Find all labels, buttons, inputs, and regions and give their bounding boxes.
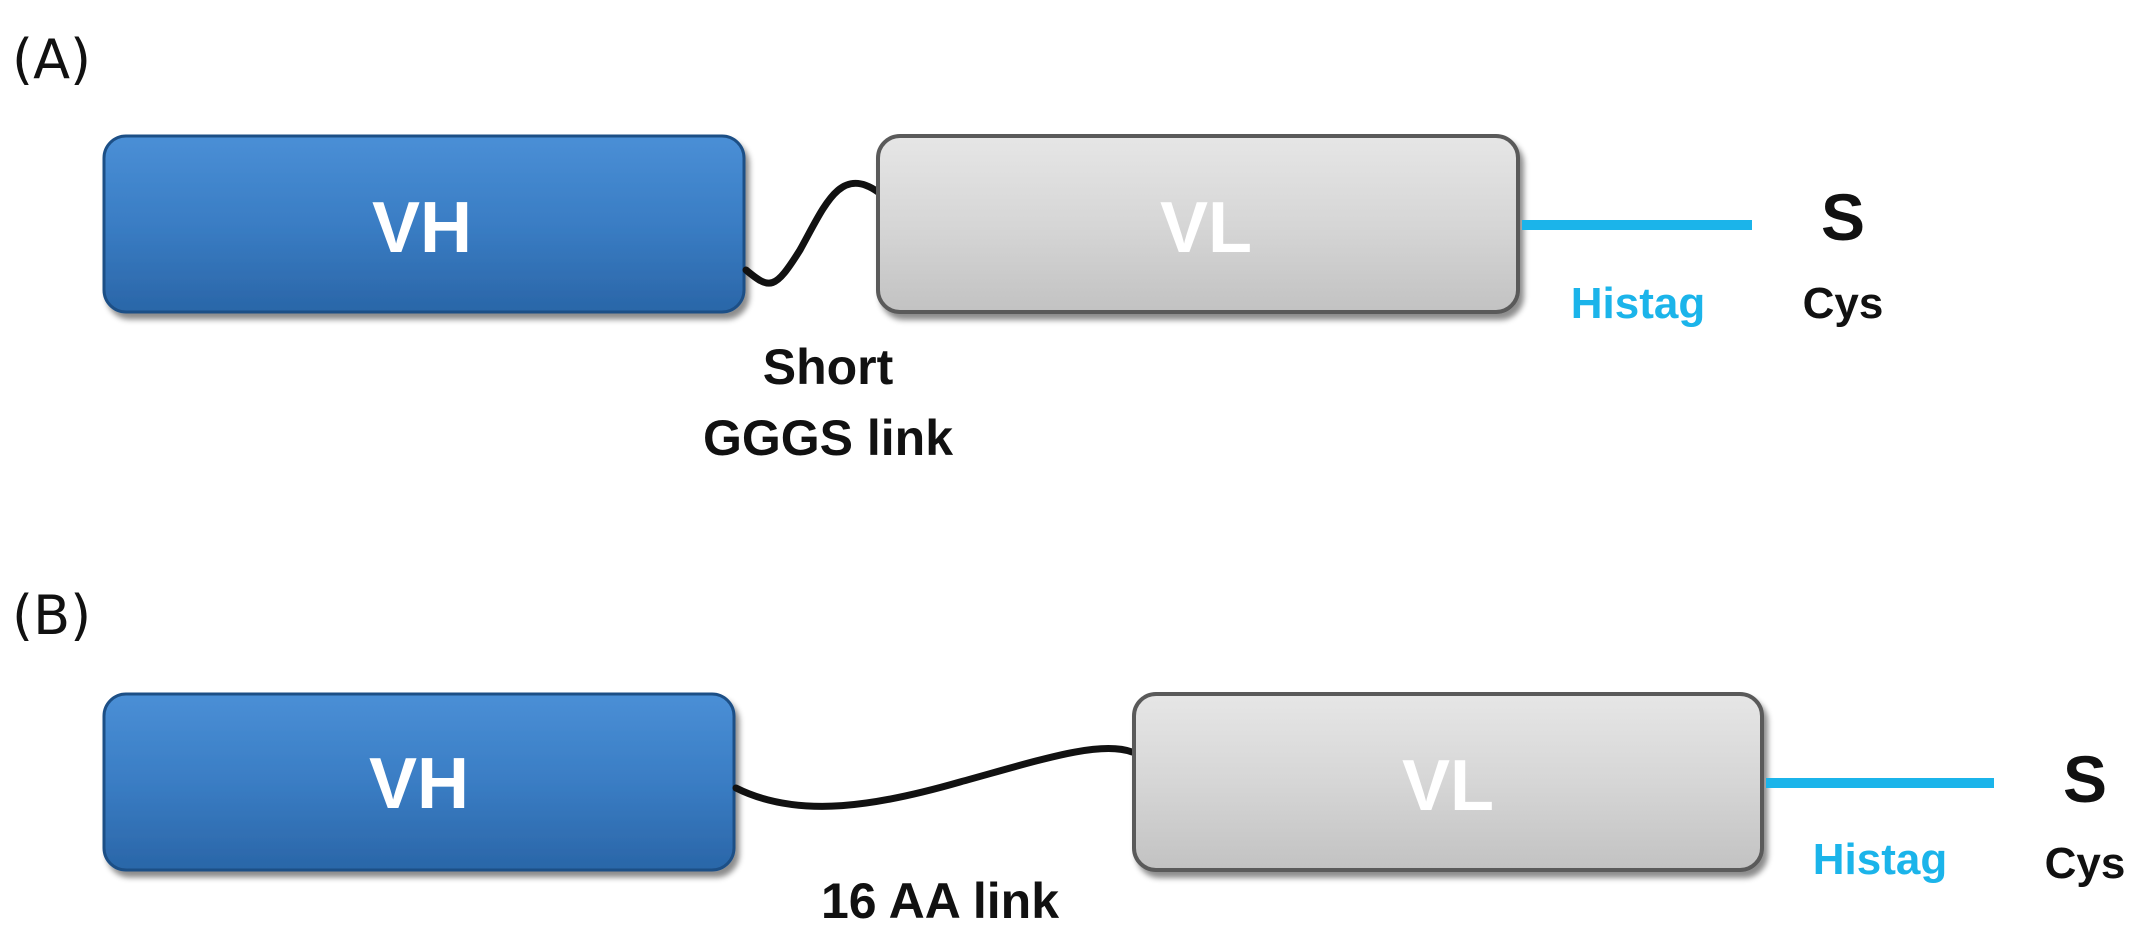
vh-domain-b: VH bbox=[102, 692, 736, 872]
thiol-label-a: S bbox=[1821, 180, 1865, 254]
histag-label-a: Histag bbox=[1571, 279, 1705, 328]
vh-domain-a: VH bbox=[102, 134, 746, 314]
linker-label-b: 16 AA link bbox=[821, 873, 1059, 929]
short-linker-a bbox=[742, 179, 882, 287]
panel-a: (A) VH VL Histag S Cys Short GGGS link bbox=[12, 28, 1883, 466]
vl-label-a: VL bbox=[1160, 188, 1252, 268]
vh-label-a: VH bbox=[372, 188, 472, 268]
panel-a-label: (A) bbox=[12, 28, 91, 91]
cys-label-b: Cys bbox=[2045, 839, 2126, 888]
vl-label-b: VL bbox=[1402, 746, 1494, 826]
panel-b-label: (B) bbox=[12, 584, 91, 647]
thiol-label-b: S bbox=[2063, 742, 2107, 816]
cys-label-a: Cys bbox=[1803, 279, 1884, 328]
vl-domain-b: VL bbox=[1132, 692, 1764, 872]
vl-domain-a: VL bbox=[876, 134, 1520, 314]
linker-label-a-line2: GGGS link bbox=[703, 410, 953, 466]
histag-label-b: Histag bbox=[1813, 835, 1947, 884]
long-linker-b bbox=[732, 744, 1136, 810]
panel-b: (B) VH VL Histag S Cys 16 AA link bbox=[12, 584, 2125, 929]
linker-label-a-line1: Short bbox=[763, 339, 894, 395]
vh-label-b: VH bbox=[369, 744, 469, 824]
